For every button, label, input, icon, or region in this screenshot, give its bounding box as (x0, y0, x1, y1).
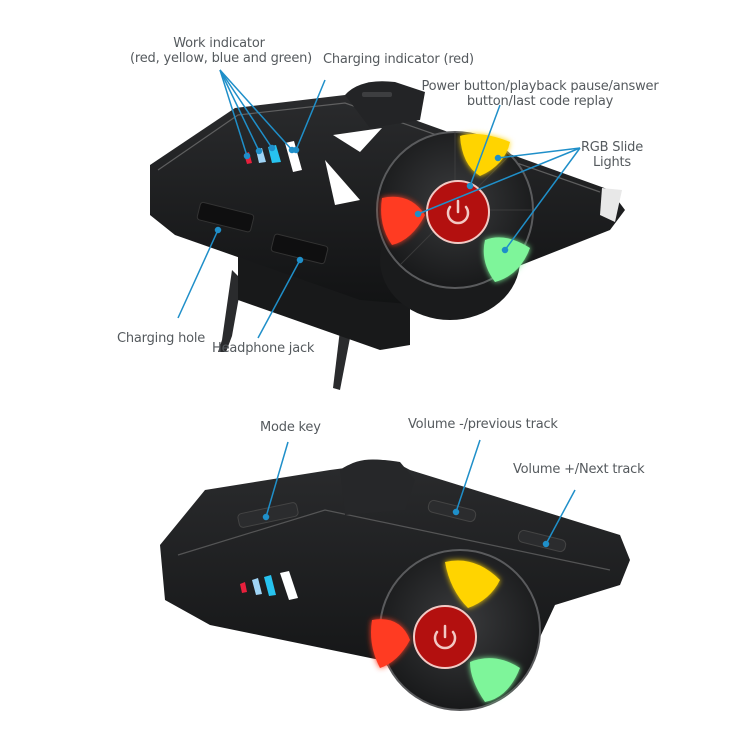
rgb-light-green (483, 237, 530, 282)
volume-down-label: Volume -/previous track (408, 417, 558, 432)
rgb-light-yellow (445, 560, 500, 608)
power-button-label-line2: button/last code replay (466, 94, 614, 109)
headphone-jack-label: Headphone jack (212, 341, 315, 356)
headphone-jack (270, 233, 329, 265)
power-icon (446, 205, 470, 225)
power-button[interactable] (426, 180, 490, 244)
charging-indicator-label: Charging indicator (red) (323, 52, 474, 67)
power-icon (433, 630, 457, 650)
charging-hole-label: Charging hole (117, 331, 206, 346)
decor-triangle (325, 160, 360, 205)
charging-hole (196, 201, 255, 233)
end-cap (600, 188, 622, 222)
bottom-device (160, 459, 630, 711)
power-button-label: Power button/playback pause/answer butto… (418, 79, 662, 109)
rgb-lights-label-line1: RGB Slide (580, 140, 644, 155)
work-indicator-label: Work indicator (red, yellow, blue and gr… (130, 36, 313, 66)
bottom-callout-lines (262, 439, 576, 548)
power-button-bottom[interactable] (413, 605, 477, 669)
rgb-light-green (470, 658, 520, 702)
rgb-light-red (371, 619, 410, 668)
bottom-bump (340, 459, 415, 515)
mode-key-label: Mode key (260, 420, 321, 435)
rgb-lights-label-line2: Lights (592, 155, 632, 170)
volume-up-label: Volume +/Next track (513, 462, 645, 477)
work-indicator-label-line2: (red, yellow, blue and green) (130, 51, 313, 66)
volume-down-button[interactable] (427, 499, 477, 523)
decor-triangle (333, 128, 382, 152)
rgb-light-yellow (460, 134, 510, 176)
power-button-label-line1: Power button/playback pause/answer (421, 79, 659, 94)
clip-leg-right (333, 330, 350, 390)
rgb-lights-label: RGB Slide Lights (578, 140, 646, 170)
rgb-light-red (381, 196, 425, 245)
volume-up-button[interactable] (517, 529, 567, 553)
work-indicator-label-line1: Work indicator (173, 36, 265, 51)
clip-leg-left (218, 270, 242, 352)
top-callout-lines (177, 69, 581, 339)
work-indicator-lights-bottom (240, 571, 298, 600)
